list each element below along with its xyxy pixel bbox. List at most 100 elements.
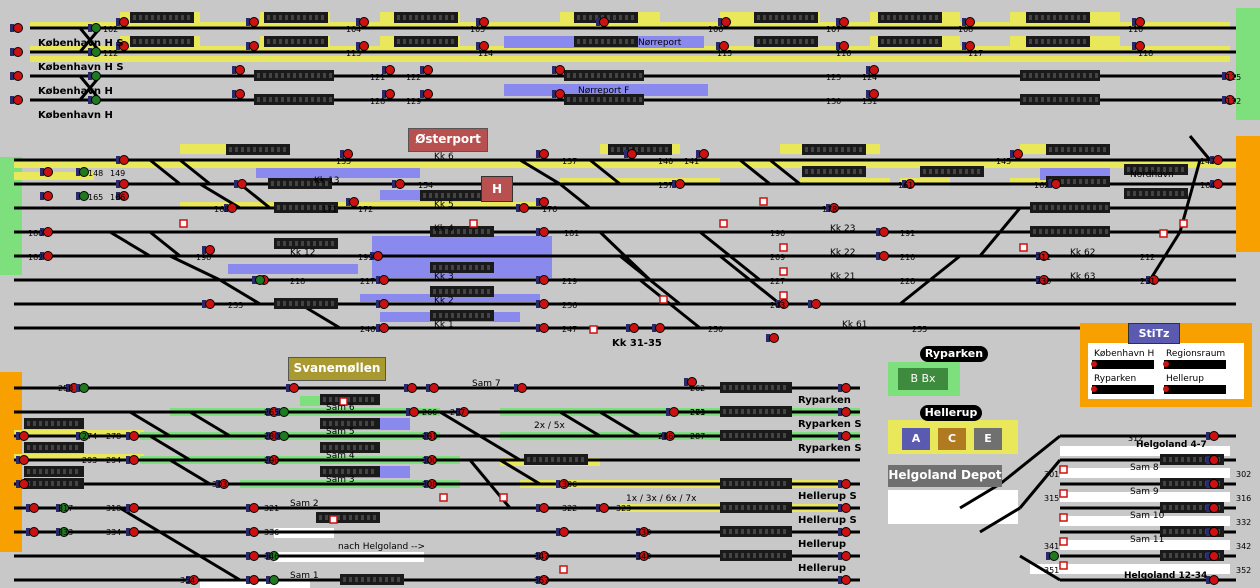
signal[interactable] [246,41,259,51]
signal[interactable] [16,479,29,489]
hellerup-e-box[interactable]: E [974,428,1002,450]
signal[interactable] [10,71,23,81]
shunt-signal[interactable] [779,291,788,300]
signal[interactable] [246,527,259,537]
signal[interactable] [266,551,279,561]
signal[interactable] [766,333,779,343]
shunt-signal[interactable] [469,219,478,228]
signal[interactable] [246,503,259,513]
signal[interactable] [838,575,851,585]
signal[interactable] [716,41,729,51]
signal[interactable] [424,479,437,489]
signal[interactable] [202,299,215,309]
signal[interactable] [126,503,139,513]
shunt-signal-layer[interactable] [179,197,1188,574]
signal[interactable] [876,251,889,261]
signal[interactable] [776,299,789,309]
signal[interactable] [672,179,685,189]
signal[interactable] [76,383,89,393]
signal[interactable] [838,479,851,489]
signal[interactable] [1046,551,1059,561]
signal[interactable] [252,275,265,285]
signal[interactable] [224,203,237,213]
signal[interactable] [356,17,369,27]
signal[interactable] [536,299,549,309]
signal[interactable] [420,89,433,99]
signal[interactable] [424,431,437,441]
shunt-signal[interactable] [329,515,338,524]
signal[interactable] [652,323,665,333]
signal[interactable] [88,47,101,57]
shunt-signal[interactable] [719,219,728,228]
signal[interactable] [536,197,549,207]
signal[interactable] [1146,275,1159,285]
shunt-signal[interactable] [339,397,348,406]
signal[interactable] [234,179,247,189]
signal[interactable] [1206,551,1219,561]
signal[interactable] [116,155,129,165]
signal[interactable] [596,17,609,27]
signal[interactable] [40,251,53,261]
signal[interactable] [1132,17,1145,27]
shunt-signal[interactable] [659,295,668,304]
signal[interactable] [376,299,389,309]
signal[interactable] [536,503,549,513]
signal[interactable] [624,149,637,159]
signal[interactable] [596,503,609,513]
signal[interactable] [1206,503,1219,513]
shunt-signal[interactable] [1059,561,1068,570]
signal[interactable] [232,65,245,75]
shunt-signal[interactable] [779,243,788,252]
signal[interactable] [808,299,821,309]
signal[interactable] [420,65,433,75]
signal[interactable] [88,95,101,105]
signal[interactable] [116,41,129,51]
signal[interactable] [838,527,851,537]
signal[interactable] [1206,479,1219,489]
signal[interactable] [40,191,53,201]
signal[interactable] [536,275,549,285]
signal[interactable] [536,149,549,159]
signal[interactable] [56,503,69,513]
signal[interactable] [838,407,851,417]
signal[interactable] [552,65,565,75]
signal[interactable] [836,17,849,27]
signal[interactable] [370,251,383,261]
signal[interactable] [276,407,289,417]
signal[interactable] [382,89,395,99]
signal[interactable] [26,527,39,537]
signal[interactable] [392,179,405,189]
signal[interactable] [116,17,129,27]
signal[interactable] [246,575,259,585]
signal[interactable] [696,149,709,159]
signal[interactable] [16,431,29,441]
signal[interactable] [40,167,53,177]
signal[interactable] [1048,179,1061,189]
signal[interactable] [266,455,279,465]
signal[interactable] [216,479,229,489]
signal[interactable] [1222,71,1235,81]
signal[interactable] [376,275,389,285]
signal[interactable] [76,167,89,177]
shunt-signal[interactable] [589,325,598,334]
signal[interactable] [1222,95,1235,105]
shunt-signal[interactable] [1059,513,1068,522]
shunt-signal[interactable] [499,493,508,502]
signal[interactable] [116,179,129,189]
signal[interactable] [1206,431,1219,441]
signal[interactable] [266,575,279,585]
shunt-signal[interactable] [1059,537,1068,546]
shunt-signal[interactable] [1059,489,1068,498]
signal[interactable] [286,383,299,393]
signal[interactable] [56,527,69,537]
signal[interactable] [636,527,649,537]
signal[interactable] [404,383,417,393]
signal[interactable] [1036,275,1049,285]
signal[interactable] [456,407,469,417]
signal[interactable] [718,17,731,27]
signal[interactable] [76,191,89,201]
signal[interactable] [836,41,849,51]
b-bx-box[interactable]: B Bx [898,368,948,390]
signal[interactable] [684,377,697,387]
signal[interactable] [876,227,889,237]
